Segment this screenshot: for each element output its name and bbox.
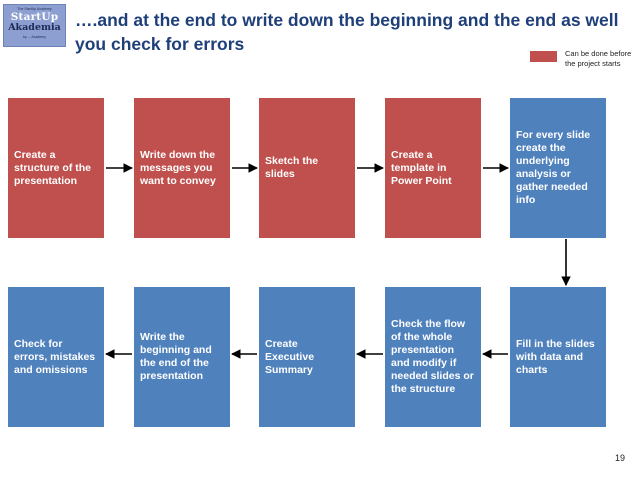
step-label: Fill in the slides with data and charts [516,337,595,376]
step-create-executive-summary: Create Executive Summary [259,287,355,427]
step-check-errors: Check for errors, mistakes and omissions [8,287,104,427]
step-sketch-slides: Sketch the slides [259,98,355,238]
step-create-analysis: For every slide create the underlying an… [510,98,606,238]
step-label: Sketch the slides [265,155,319,180]
logo-line-akademia: Akademia [8,22,61,33]
step-create-template: Create a template in Power Point [385,98,481,238]
step-label: Check for errors, mistakes and omissions [14,337,96,376]
step-label: For every slide create the underlying an… [516,129,591,206]
step-write-messages: Write down the messages you want to conv… [134,98,230,238]
step-label: Write the beginning and the end of the p… [140,331,212,382]
page-number: 19 [615,453,626,463]
step-fill-slides: Fill in the slides with data and charts [510,287,606,427]
legend-swatch [530,51,557,62]
step-label: Create Executive Summary [265,337,315,376]
step-create-structure: Create a structure of the presentation [8,98,104,238]
step-label: Check the flow of the whole presentation… [391,318,474,395]
startup-akademia-logo: The StartUp Academy StartUp Akademia by … [3,4,66,47]
step-write-beginning-end: Write the beginning and the end of the p… [134,287,230,427]
step-check-flow: Check the flow of the whole presentation… [385,287,481,427]
step-label: Create a structure of the presentation [14,148,92,187]
logo-top-line: The StartUp Academy [17,7,52,11]
step-label: Write down the messages you want to conv… [140,148,216,187]
logo-line-startup: StartUp [10,11,59,23]
step-label: Create a template in Power Point [391,148,452,187]
slide-title: ….and at the end to write down the begin… [75,10,619,54]
legend-label: Can be done before the project starts [565,49,632,68]
logo-bottom-line: by ... Academy [23,35,46,39]
